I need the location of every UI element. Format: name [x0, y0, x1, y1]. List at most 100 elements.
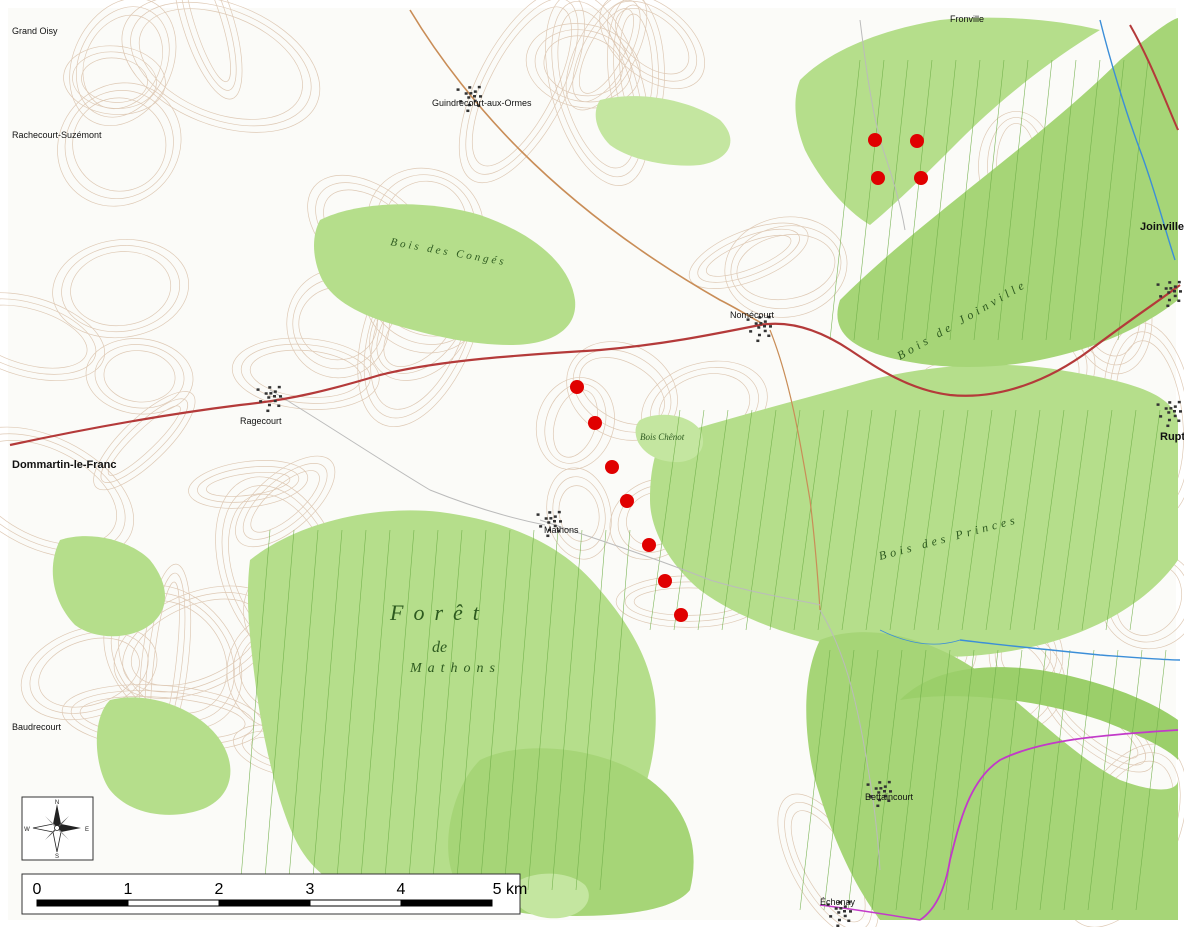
building — [874, 787, 878, 790]
building — [1167, 411, 1171, 414]
forest-southwest — [96, 697, 231, 815]
contour-line — [70, 251, 172, 327]
building — [1167, 298, 1171, 302]
building — [1173, 414, 1177, 418]
building — [549, 517, 553, 520]
parcel-line — [793, 409, 825, 631]
parcel-line — [407, 529, 439, 891]
building — [1177, 299, 1181, 303]
building — [749, 330, 753, 333]
contour-line — [0, 440, 118, 546]
site-marker-1[interactable] — [570, 380, 584, 394]
contour-line — [184, 0, 231, 83]
label-foret: Forêt — [389, 600, 489, 625]
building — [839, 907, 843, 910]
building — [869, 795, 873, 798]
scale-label-5: 5 km — [493, 881, 528, 898]
building — [1173, 410, 1176, 413]
parcel-line — [847, 649, 879, 911]
building — [553, 520, 556, 523]
contour-line — [607, 0, 698, 82]
building — [1156, 403, 1160, 406]
building — [843, 905, 847, 908]
contour-line — [138, 8, 303, 120]
parcel-line — [649, 409, 681, 631]
site-marker-4[interactable] — [620, 494, 634, 508]
scale-segment-3 — [218, 899, 311, 907]
forest-joinville — [837, 18, 1178, 367]
road-violet — [919, 729, 1179, 921]
label-dommartin: Dommartin-le-Franc — [12, 459, 117, 471]
parcel-line — [311, 529, 343, 891]
contour-line — [72, 51, 157, 109]
parcel-line — [889, 409, 921, 631]
site-marker-5[interactable] — [642, 538, 656, 552]
parcel-line — [527, 529, 559, 891]
building — [887, 799, 891, 803]
parcel-line — [263, 529, 295, 891]
building — [1168, 281, 1172, 284]
building — [829, 915, 833, 918]
scale-label-0: 0 — [33, 881, 42, 898]
building — [767, 334, 771, 338]
parcel-line — [745, 409, 777, 631]
contour-line — [52, 239, 190, 339]
contour-line — [579, 357, 665, 425]
parcel-line — [1093, 59, 1125, 341]
building — [763, 329, 767, 333]
parcel-line — [877, 59, 909, 341]
site-marker-11[interactable] — [914, 171, 928, 185]
contour-line — [121, 0, 321, 133]
label-rupt: Rupt — [1160, 431, 1184, 443]
site-marker-10[interactable] — [871, 171, 885, 185]
building — [847, 919, 851, 923]
parcel-line — [575, 529, 607, 891]
contour-line — [0, 426, 134, 559]
parcel-line — [853, 59, 885, 341]
parcel-line — [287, 529, 319, 891]
parcel-line — [985, 409, 1017, 631]
building — [277, 385, 281, 389]
site-marker-2[interactable] — [588, 416, 602, 430]
contour-line — [0, 304, 88, 369]
building — [758, 316, 762, 319]
building — [459, 100, 463, 103]
site-marker-8[interactable] — [868, 133, 882, 147]
building — [836, 924, 840, 927]
building — [547, 521, 551, 524]
contour-line — [736, 234, 836, 301]
parcel-line — [961, 409, 993, 631]
site-marker-3[interactable] — [605, 460, 619, 474]
building — [539, 525, 543, 528]
parcel-line — [925, 59, 957, 341]
label-guindrecourt: Guindrecourt-aux-Ormes — [432, 98, 532, 108]
contour-line — [546, 467, 612, 560]
building — [826, 903, 830, 906]
building — [847, 900, 851, 904]
label-grand-oisy: Grand Oisy — [12, 26, 58, 36]
site-marker-7[interactable] — [674, 608, 688, 622]
place-labels: Joinville Rupt Mathons Ragecourt Dommart… — [12, 14, 1184, 907]
building — [557, 510, 561, 514]
building — [273, 390, 277, 393]
compass-north: N — [55, 800, 59, 806]
parcel-line — [697, 409, 729, 631]
label-de: de — [432, 639, 447, 656]
building — [473, 99, 477, 103]
scale-segment-4 — [309, 899, 402, 907]
forest-conges — [314, 204, 576, 345]
site-marker-9[interactable] — [910, 134, 924, 148]
building — [1178, 290, 1182, 293]
building — [266, 409, 270, 413]
forest-west — [52, 536, 165, 637]
parcel-line — [913, 409, 945, 631]
building — [883, 790, 886, 793]
road-secondary-1 — [409, 9, 766, 326]
parcel-line — [335, 529, 367, 891]
site-marker-6[interactable] — [658, 574, 672, 588]
contour-line — [38, 637, 140, 708]
scale-label-4: 4 — [397, 881, 406, 898]
parcel-line — [799, 649, 831, 911]
contour-line — [697, 228, 800, 283]
